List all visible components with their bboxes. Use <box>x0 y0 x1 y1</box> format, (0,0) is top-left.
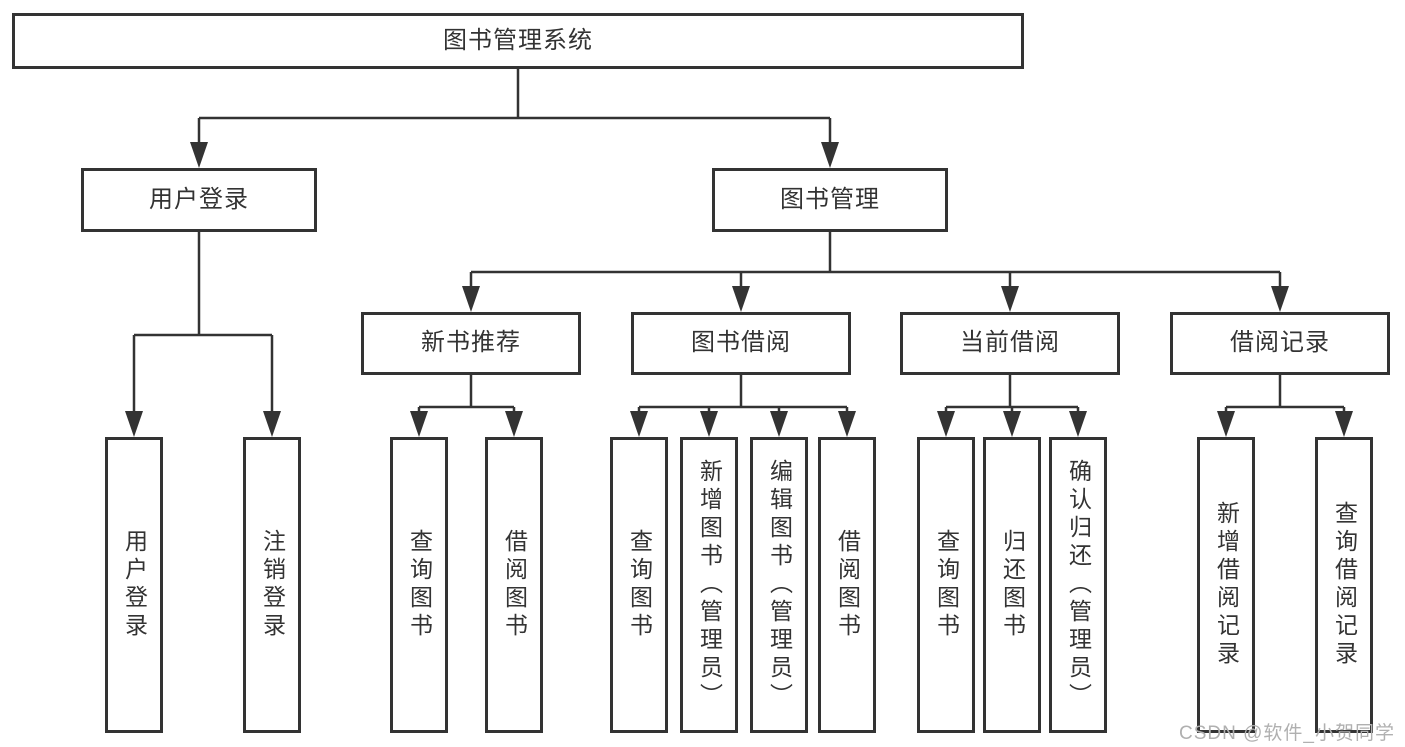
leaf-query-borrow-record: 查询借阅记录 <box>1315 437 1373 733</box>
node-new-book-recommend: 新书推荐 <box>361 312 581 375</box>
node-current-borrowing: 当前借阅 <box>900 312 1120 375</box>
node-book-borrowing: 图书借阅 <box>631 312 851 375</box>
node-root-system: 图书管理系统 <box>12 13 1024 69</box>
leaf-edit-book-admin: 编辑图书（管理员） <box>750 437 808 733</box>
node-borrow-records: 借阅记录 <box>1170 312 1390 375</box>
node-book-management: 图书管理 <box>712 168 948 232</box>
leaf-query-books-1: 查询图书 <box>390 437 448 733</box>
leaf-user-login: 用户登录 <box>105 437 163 733</box>
leaf-borrow-books-1: 借阅图书 <box>485 437 543 733</box>
leaf-confirm-return-admin: 确认归还（管理员） <box>1049 437 1107 733</box>
leaf-query-books-3: 查询图书 <box>917 437 975 733</box>
leaf-add-borrow-record: 新增借阅记录 <box>1197 437 1255 733</box>
leaf-return-books: 归还图书 <box>983 437 1041 733</box>
leaf-borrow-books-2: 借阅图书 <box>818 437 876 733</box>
leaf-query-books-2: 查询图书 <box>610 437 668 733</box>
watermark: CSDN @软件_小贺同学 <box>1179 723 1395 744</box>
leaf-logout-login: 注销登录 <box>243 437 301 733</box>
leaf-add-book-admin: 新增图书（管理员） <box>680 437 738 733</box>
node-user-login: 用户登录 <box>81 168 317 232</box>
